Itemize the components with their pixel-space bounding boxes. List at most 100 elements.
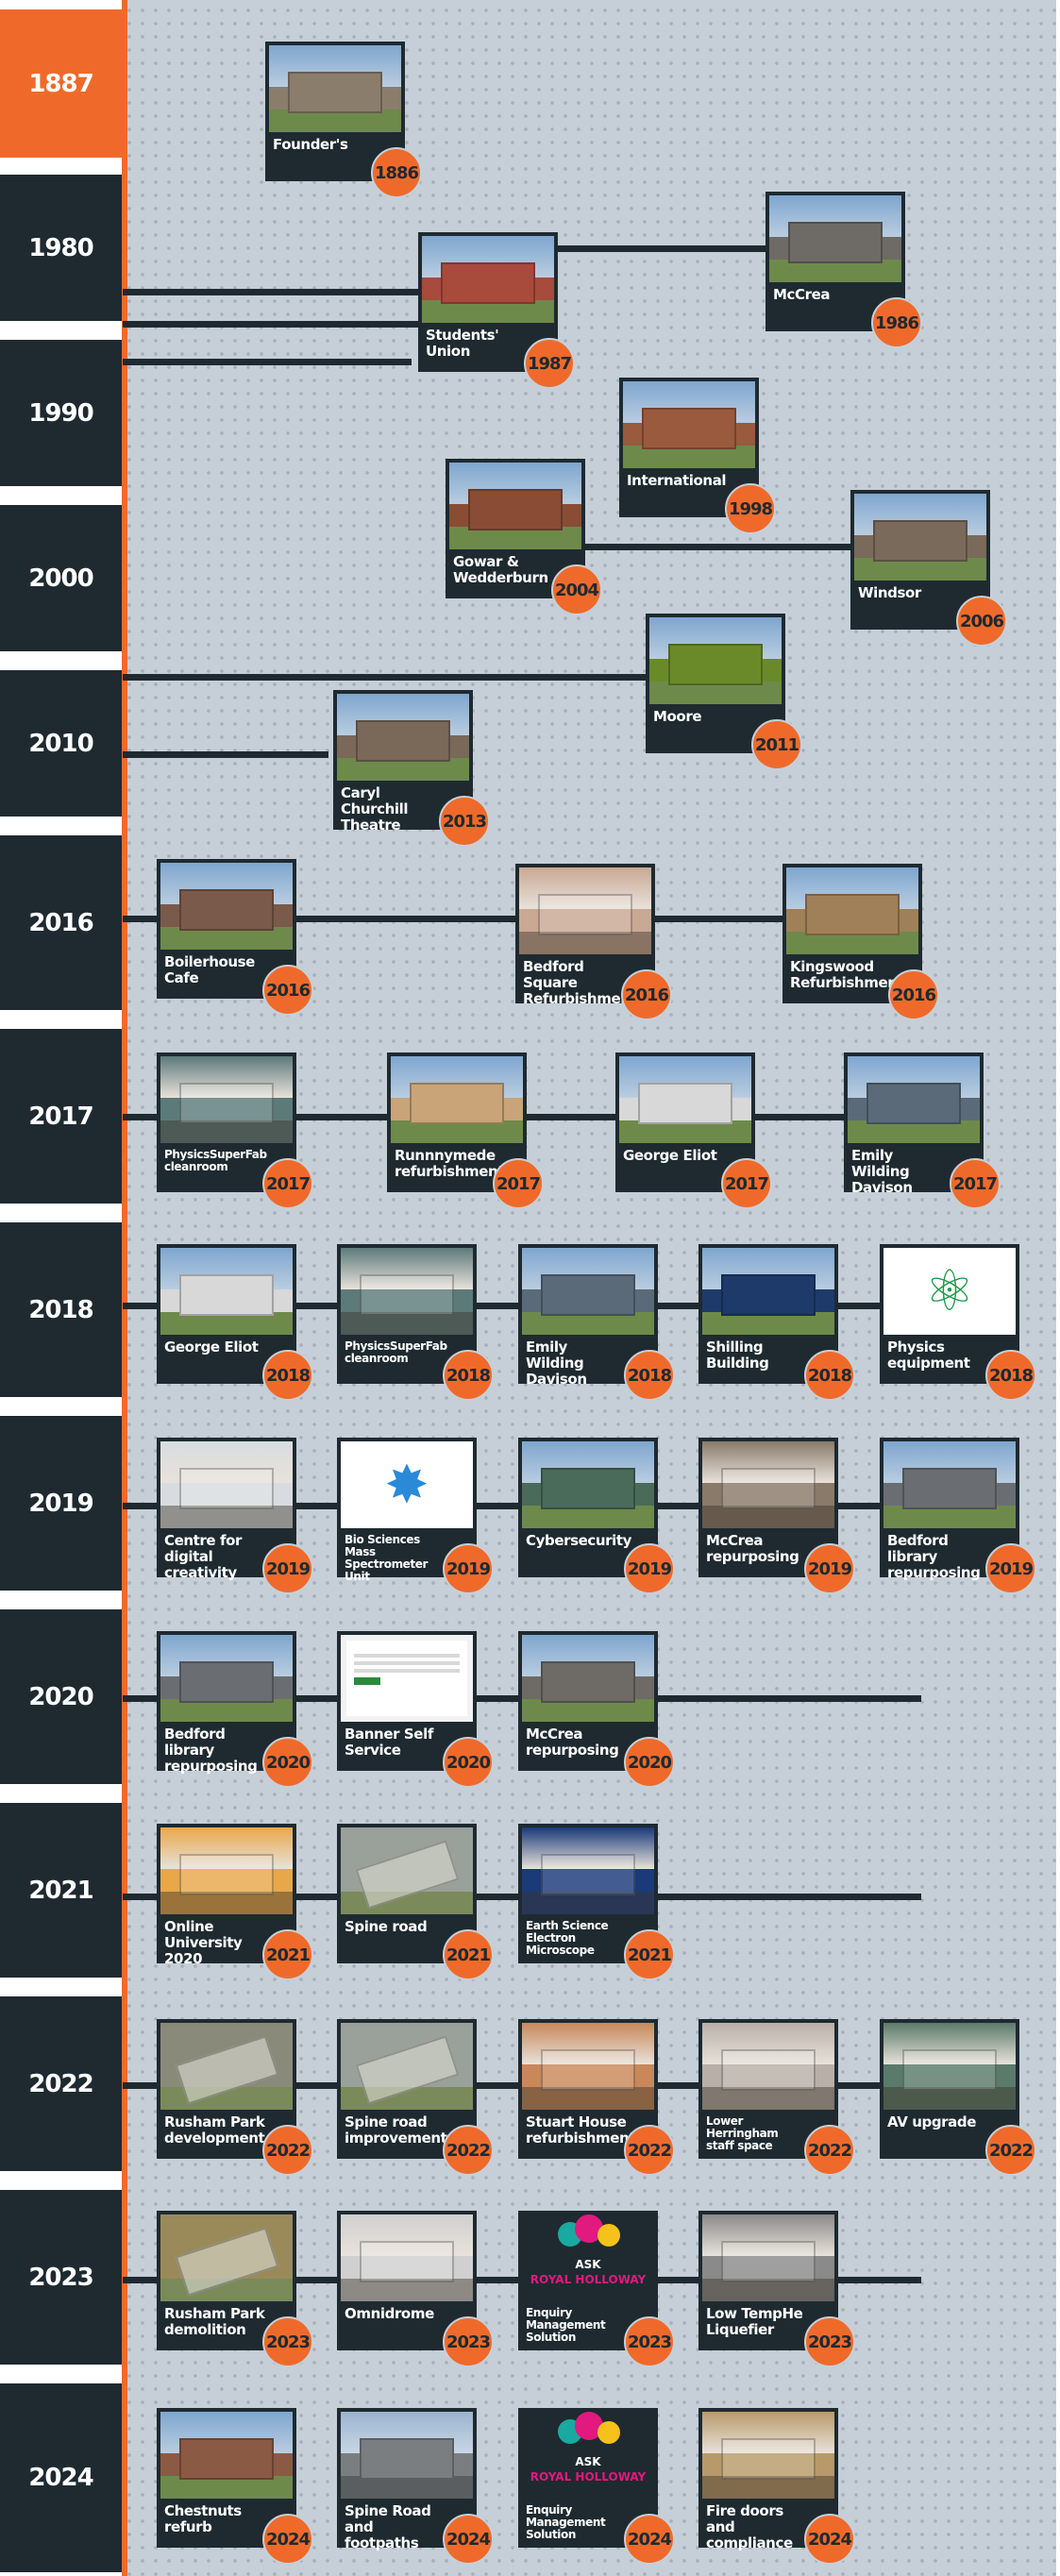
project-photo: ✸: [341, 1441, 473, 1528]
year-badge: 2017: [950, 1158, 1001, 1209]
year-tab-2016[interactable]: 2016: [0, 835, 122, 1010]
logo-text: ASK: [575, 2455, 601, 2468]
year-tab-2000[interactable]: 2000: [0, 505, 122, 651]
year-badge: 2019: [262, 1543, 313, 1594]
year-tab-1990[interactable]: 1990: [0, 340, 122, 486]
timeline-connector: [123, 674, 648, 681]
year-badge: 2017: [721, 1158, 772, 1209]
logo-text: ROYAL HOLLOWAY: [530, 2273, 647, 2286]
project-title: Moore: [653, 708, 702, 725]
year-tab-1980[interactable]: 1980: [0, 175, 122, 321]
project-title: Runnnymede refurbishment: [395, 1147, 505, 1180]
project-photo: [883, 2023, 1016, 2110]
project-photo: [619, 1056, 751, 1143]
timeline-connector: [123, 321, 527, 328]
year-tab-2010[interactable]: 2010: [0, 670, 122, 817]
project-photo: [522, 2023, 654, 2110]
project-photo: [160, 2412, 293, 2499]
year-tab-2021[interactable]: 2021: [0, 1803, 122, 1978]
year-tab-2024[interactable]: 2024: [0, 2383, 122, 2572]
project-photo: ⚛: [883, 1248, 1016, 1335]
year-badge: 2022: [443, 2125, 494, 2176]
year-badge: 2016: [621, 969, 672, 1020]
project-title: Rusham Park demolition: [164, 2305, 265, 2338]
project-card-lower-herringham[interactable]: Lower Herringham staff space 2022: [698, 2019, 855, 2176]
project-photo: [160, 1248, 293, 1335]
year-badge: 2021: [262, 1929, 313, 1980]
project-title: Lower Herringham staff space: [706, 2114, 779, 2152]
year-tab-2020[interactable]: 2020: [0, 1609, 122, 1784]
project-photo: [341, 1248, 473, 1335]
year-tab-label: 1980: [28, 233, 93, 262]
year-tab-2018[interactable]: 2018: [0, 1222, 122, 1397]
year-tab-2019[interactable]: 2019: [0, 1416, 122, 1591]
year-tab-label: 1990: [28, 398, 93, 428]
year-badge: 2022: [804, 2125, 855, 2176]
year-badge: 2020: [443, 1737, 494, 1788]
project-title: Low TempHe Liquefier: [706, 2305, 803, 2338]
project-title: Bedford library repurposing: [164, 1726, 258, 1775]
year-tab-2017[interactable]: 2017: [0, 1029, 122, 1204]
project-photo: [160, 1441, 293, 1528]
year-badge: 2024: [624, 2514, 675, 2565]
year-tab-1887[interactable]: 1887: [0, 9, 122, 158]
project-photo: [623, 381, 755, 468]
project-photo: [341, 2412, 473, 2499]
project-title: PhysicsSuperFab cleanroom: [345, 1339, 447, 1365]
project-photo: [269, 45, 401, 132]
project-photo: [160, 863, 293, 950]
project-photo: [848, 1056, 980, 1143]
project-photo: [702, 2412, 834, 2499]
project-photo: [160, 1635, 293, 1722]
year-tab-label: 1887: [28, 69, 93, 98]
year-tab-2023[interactable]: 2023: [0, 2190, 122, 2365]
year-tab-2022[interactable]: 2022: [0, 1996, 122, 2171]
project-photo: [702, 2023, 834, 2110]
year-badge: 2018: [443, 1350, 494, 1401]
